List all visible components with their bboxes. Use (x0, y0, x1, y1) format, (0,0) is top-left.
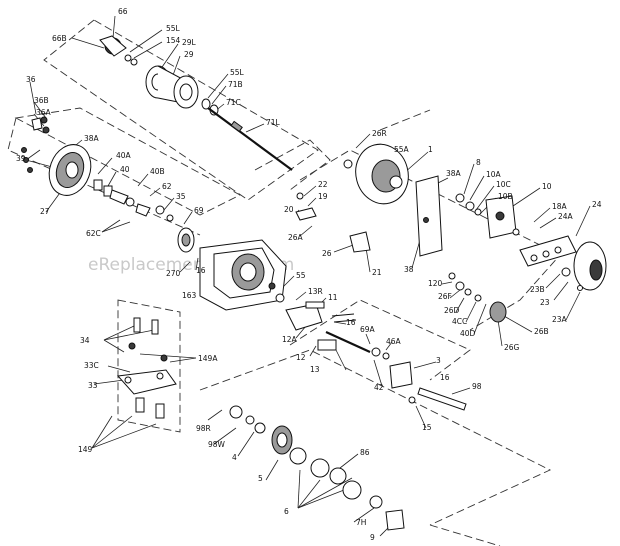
frame-group (199, 239, 467, 411)
part-label: 12 (296, 353, 306, 362)
part-label: 36B (34, 96, 49, 105)
part-label: 26G (504, 343, 520, 352)
part-label: 71B (228, 80, 243, 89)
part-label: 40A (116, 151, 132, 160)
part-label: 55L (166, 24, 181, 33)
part-label: 40D (460, 329, 476, 338)
part-label: 13 (310, 365, 320, 374)
part-label: 26R (372, 129, 387, 138)
part-label: 10C (496, 180, 511, 189)
part-label: 98R (196, 424, 211, 433)
part-label: 5 (258, 474, 263, 483)
part-label: 21 (372, 268, 382, 277)
part-label: 4CC (452, 317, 467, 326)
part-label: 40 (120, 165, 130, 174)
part-label: 13R (308, 287, 323, 296)
part-label: 23B (530, 285, 545, 294)
part-label: 40B (150, 167, 165, 176)
part-label: 46A (386, 337, 402, 346)
part-label: 154 (166, 36, 181, 45)
part-label: 120 (428, 279, 443, 288)
part-label: 270 (166, 269, 181, 278)
part-label: 29 (184, 50, 194, 59)
part-label: 20 (284, 205, 294, 214)
part-label: 24 (592, 200, 602, 209)
part-label: 4 (232, 453, 237, 462)
part-label: 149 (78, 445, 93, 454)
part-label: 98 (472, 382, 482, 391)
part-label: 26B (534, 327, 549, 336)
part-label: 26F (438, 292, 452, 301)
part-label: 163 (182, 291, 197, 300)
part-label: 36A (36, 108, 52, 117)
part-label: 19 (318, 192, 328, 201)
part-label: 38A (446, 169, 462, 178)
part-label: 66 (118, 7, 128, 16)
part-label: 9 (370, 533, 375, 542)
part-label: 15 (422, 423, 432, 432)
part-label: 86 (360, 448, 370, 457)
part-label: 8 (476, 158, 481, 167)
level-wind-group (116, 317, 177, 419)
part-label: 27 (40, 207, 50, 216)
part-label: 55 (296, 271, 306, 280)
part-label: 3 (436, 356, 441, 365)
part-label: 55L (230, 68, 245, 77)
part-label: 55A (394, 145, 410, 154)
part-label: 39 (16, 154, 26, 163)
part-label: 26D (444, 306, 460, 315)
part-label: 42 (374, 383, 384, 392)
part-label: 7H (356, 518, 366, 527)
part-label: 16 (346, 318, 356, 327)
part-label: 1 (428, 145, 433, 154)
part-label: 33 (88, 381, 98, 390)
part-label: 98W (208, 440, 226, 449)
part-label: 23A (552, 315, 568, 324)
part-label: 26 (322, 249, 332, 258)
part-label: 23 (540, 298, 550, 307)
part-label: 62C (86, 229, 101, 238)
part-label: 36 (26, 75, 36, 84)
star-drag-group (229, 405, 405, 531)
handle-group (519, 235, 607, 291)
part-label: 38 (404, 265, 414, 274)
part-label: 26A (288, 233, 304, 242)
part-label: 34 (80, 336, 90, 345)
part-label: 22 (318, 180, 328, 189)
part-label: 38A (84, 134, 100, 143)
part-label: 11 (328, 293, 338, 302)
leader-lines (25, 15, 591, 537)
part-label: 33C (84, 361, 99, 370)
part-label: 69 (194, 206, 204, 215)
part-label: 18A (552, 202, 568, 211)
left-side-plate-group (21, 116, 195, 253)
part-label: 6 (284, 507, 289, 516)
part-label: 10B (498, 192, 513, 201)
drive-gear-group (448, 272, 507, 323)
part-label: 62 (162, 182, 172, 191)
right-side-plate-group (295, 143, 520, 257)
part-label: 149A (198, 354, 218, 363)
spool-group (99, 35, 293, 171)
part-label: 10A (486, 170, 502, 179)
part-label: 35 (176, 192, 186, 201)
part-label: 71C (226, 98, 241, 107)
part-label: 24A (558, 212, 574, 221)
part-label: 69A (360, 325, 376, 334)
part-label: 10 (542, 182, 552, 191)
part-label: 16 (196, 266, 206, 275)
part-label: 66B (52, 34, 67, 43)
part-label: 71L (266, 118, 281, 127)
part-label: 16 (440, 373, 450, 382)
part-label: 29L (182, 38, 197, 47)
part-label: 12A (282, 335, 298, 344)
